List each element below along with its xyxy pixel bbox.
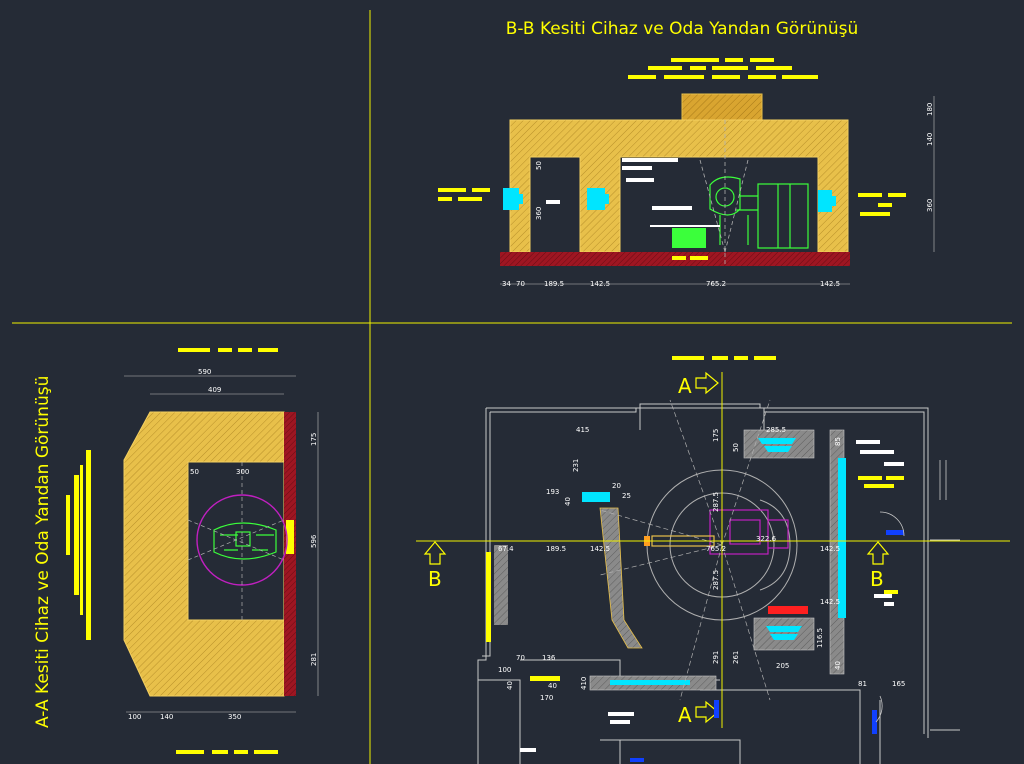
aa-dim-inner-b: 300 bbox=[236, 468, 249, 476]
bb-dim-bottom-1: 70 bbox=[516, 280, 525, 288]
plan-arrow-b-left bbox=[423, 541, 447, 565]
plan-dim-lower-b: 261 bbox=[732, 651, 740, 664]
plan-dim-bl-d: 170 bbox=[540, 694, 553, 702]
plan-dim-bl-a: 70 bbox=[516, 654, 525, 662]
aa-dim-top-inner: 409 bbox=[208, 386, 221, 394]
plan-dim-right-edge: 40 bbox=[834, 661, 842, 670]
plan-red-element bbox=[768, 606, 808, 614]
plan-dim-row-4: 322.6 bbox=[756, 535, 777, 543]
bb-callout-right bbox=[858, 193, 906, 216]
bb-dim-bottom-3: 142.5 bbox=[590, 280, 610, 288]
bb-dim-inner-height: 360 bbox=[535, 207, 543, 220]
plan-dim-bl-c: 100 bbox=[498, 666, 511, 674]
plan-arrow-a-bottom bbox=[695, 700, 719, 724]
aa-dim-right-1: 596 bbox=[310, 534, 318, 548]
bb-room-labels bbox=[546, 158, 692, 210]
bb-callout-left bbox=[438, 188, 490, 201]
plan-dim-lower-a: 205 bbox=[776, 662, 789, 670]
section-bb: B-B Kesiti Cihaz ve Oda Yandan Görünüşü bbox=[438, 19, 935, 288]
bb-duct-right bbox=[818, 190, 836, 212]
plan-dim-row-3: 765.2 bbox=[706, 545, 726, 553]
plan-dim-mid-left: 193 bbox=[546, 488, 559, 496]
bb-dim-right-2: 360 bbox=[926, 199, 934, 212]
plan-dim-right-mid: 142.5 bbox=[820, 598, 840, 606]
marker-a-bottom: A bbox=[678, 703, 692, 727]
bb-duct-left bbox=[503, 188, 523, 210]
plan-dim-bl-g: 410 bbox=[580, 677, 588, 690]
plan-dim-bl-e: 40 bbox=[506, 681, 514, 690]
roof-ventilation-unit bbox=[681, 93, 763, 121]
bb-duct-mid bbox=[587, 188, 609, 210]
bb-dim-bottom-2: 189.5 bbox=[544, 280, 564, 288]
section-aa-title-block-bottom bbox=[176, 750, 278, 754]
plan-maze-wall-left bbox=[599, 507, 643, 649]
bb-treatment-couch bbox=[672, 228, 706, 248]
bb-dim-bottom-5: 142.5 bbox=[820, 280, 840, 288]
marker-a-top: A bbox=[678, 374, 692, 398]
aa-dim-lines bbox=[124, 375, 319, 713]
section-aa-side-bars bbox=[66, 450, 91, 640]
aa-beam-lines bbox=[187, 462, 285, 620]
plan-dim-lower-c: 291 bbox=[712, 651, 720, 664]
plan-dim-row-2: 142.5 bbox=[590, 545, 610, 553]
bb-dim-bottom-0: 34 bbox=[502, 280, 511, 288]
plan-dim-left-wall: 231 bbox=[572, 459, 580, 472]
aa-dim-top-outer: 590 bbox=[198, 368, 211, 376]
bb-dim-inner-top: 50 bbox=[535, 161, 543, 170]
plan-cyan-ducts bbox=[582, 438, 846, 685]
bb-dim-right-0: 180 bbox=[926, 103, 934, 116]
section-aa-title-block-top bbox=[178, 348, 278, 352]
aa-dim-bottom-2: 350 bbox=[228, 713, 241, 721]
plan-dim-mid-small3: 40 bbox=[564, 497, 572, 506]
bb-dim-bottom-4: 765.2 bbox=[706, 280, 726, 288]
plan-dim-top-vertical: 175 bbox=[712, 429, 720, 442]
plan-title-block bbox=[672, 356, 776, 360]
aa-concrete-walls bbox=[123, 411, 285, 697]
bb-beam-lines bbox=[699, 120, 749, 266]
plan-doors bbox=[875, 460, 947, 723]
plan-dim-bl-f: 40 bbox=[548, 682, 557, 690]
section-bb-title: B-B Kesiti Cihaz ve Oda Yandan Görünüşü bbox=[506, 19, 859, 39]
plan-blue-marks bbox=[630, 530, 904, 762]
aa-dim-right-0: 175 bbox=[310, 433, 318, 446]
plan-dim-bl-b: 136 bbox=[542, 654, 556, 662]
aa-linac-device bbox=[213, 522, 277, 560]
plan-linac-device bbox=[709, 509, 789, 555]
section-aa: A-A Kesiti Cihaz ve Oda Yandan Görünüşü bbox=[33, 348, 319, 754]
aa-side-marker bbox=[286, 520, 294, 554]
aa-dim-inner-a: 50 bbox=[190, 468, 199, 476]
bb-label-under bbox=[672, 256, 708, 260]
plan-yellow-labels bbox=[486, 476, 904, 681]
plan-dim-top-width: 415 bbox=[576, 426, 589, 434]
plan-arrow-a-top bbox=[695, 371, 719, 395]
aa-dim-bottom-0: 100 bbox=[128, 713, 141, 721]
aa-dim-bottom-1: 140 bbox=[160, 713, 173, 721]
plan-beam-lines bbox=[599, 399, 771, 701]
plan-dim-right-lower: 116.5 bbox=[816, 628, 824, 648]
plan-dim-mid-small: 20 bbox=[612, 482, 621, 490]
plan-dim-row-0: 67.4 bbox=[498, 545, 514, 553]
plan-dim-center-b: 287.5 bbox=[712, 570, 720, 590]
plan-dim-top-door: 85 bbox=[834, 437, 842, 446]
marker-b-left: B bbox=[428, 567, 442, 591]
marker-b-right: B bbox=[870, 567, 884, 591]
plan-arrow-b-right bbox=[866, 541, 890, 565]
plan-dim-row-5: 142.5 bbox=[820, 545, 840, 553]
floor-plan: A A B B bbox=[416, 356, 1010, 764]
plan-dim-mid-small2: 25 bbox=[622, 492, 631, 500]
section-bb-title-block bbox=[628, 58, 818, 79]
plan-dim-br-b: 165 bbox=[892, 680, 905, 688]
plan-dim-br-a: 81 bbox=[858, 680, 867, 688]
plan-left-wall bbox=[494, 545, 508, 625]
plan-dim-upper-right: 285.5 bbox=[766, 426, 786, 434]
plan-dim-row-1: 189.5 bbox=[546, 545, 566, 553]
aa-dim-right-2: 281 bbox=[310, 653, 318, 666]
bb-dim-right-1: 140 bbox=[926, 133, 934, 146]
plan-dim-small-a: 50 bbox=[732, 443, 740, 452]
plan-white-labels bbox=[520, 440, 904, 752]
section-aa-title: A-A Kesiti Cihaz ve Oda Yandan Görünüşü bbox=[33, 376, 53, 728]
plan-dim-center-a: 287.5 bbox=[712, 492, 720, 512]
